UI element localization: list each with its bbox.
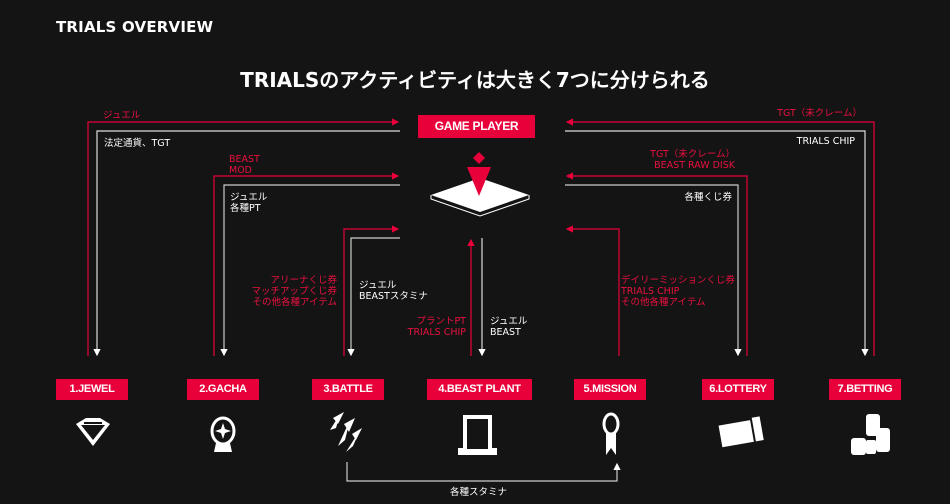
header: TRIALS OVERVIEW (56, 18, 214, 36)
gacha-out-line (220, 184, 400, 357)
battle-out-line (347, 237, 400, 357)
lottery-in-line (565, 172, 748, 356)
diamond-icon (76, 418, 110, 446)
activity-betting: 7.BETTING (829, 379, 901, 400)
game-player-box: GAME PLAYER (418, 115, 535, 138)
activity-battle: 3.BATTLE (312, 379, 384, 400)
activity-beast-plant: 4.BEAST PLANT (427, 379, 532, 400)
gacha-in-line (213, 172, 400, 356)
activity-lottery: 6.LOTTERY (702, 379, 774, 400)
activity-gacha: 2.GACHA (187, 379, 259, 400)
battle-in-line (343, 225, 400, 356)
jewel-in-label: ジュエル (103, 110, 141, 121)
betting-in-label: TGT（未クレーム） (777, 108, 862, 119)
game-player-icon (430, 152, 530, 217)
ribbon-icon (602, 412, 620, 455)
stamina-label: 各種スタミナ (450, 487, 508, 498)
activity-jewel: 1.JEWEL (56, 379, 128, 400)
gacha-out-label: ジュエル各種PT (230, 192, 268, 214)
jewel-in-line (87, 118, 400, 356)
lottery-in-label: TGT（未クレーム）BEAST RAW DISK (650, 149, 735, 171)
mission-in-line (565, 225, 620, 356)
lottery-out-line (565, 184, 742, 357)
activity-mission: 5.MISSION (574, 379, 646, 400)
claw-icon (330, 412, 362, 452)
ticket-icon (718, 416, 764, 448)
betting-in-line (565, 118, 875, 356)
coins-icon (851, 414, 890, 455)
jewel-out-line (93, 130, 400, 357)
jewel-out-label: 法定通貨、TGT (104, 138, 171, 149)
stamina-line (346, 462, 621, 482)
betting-out-label: TRIALS CHIP (796, 136, 855, 147)
gacha-icon (210, 416, 236, 452)
capsule-icon (458, 415, 497, 455)
lottery-out-label: 各種くじ券 (684, 192, 732, 203)
page-title: TRIALSのアクティビティは大きく7つに分けられる (240, 68, 710, 92)
battle-in-label: アリーナくじ券マッチアップくじ券その他各種アイテム (251, 275, 337, 308)
betting-out-line (565, 130, 869, 357)
